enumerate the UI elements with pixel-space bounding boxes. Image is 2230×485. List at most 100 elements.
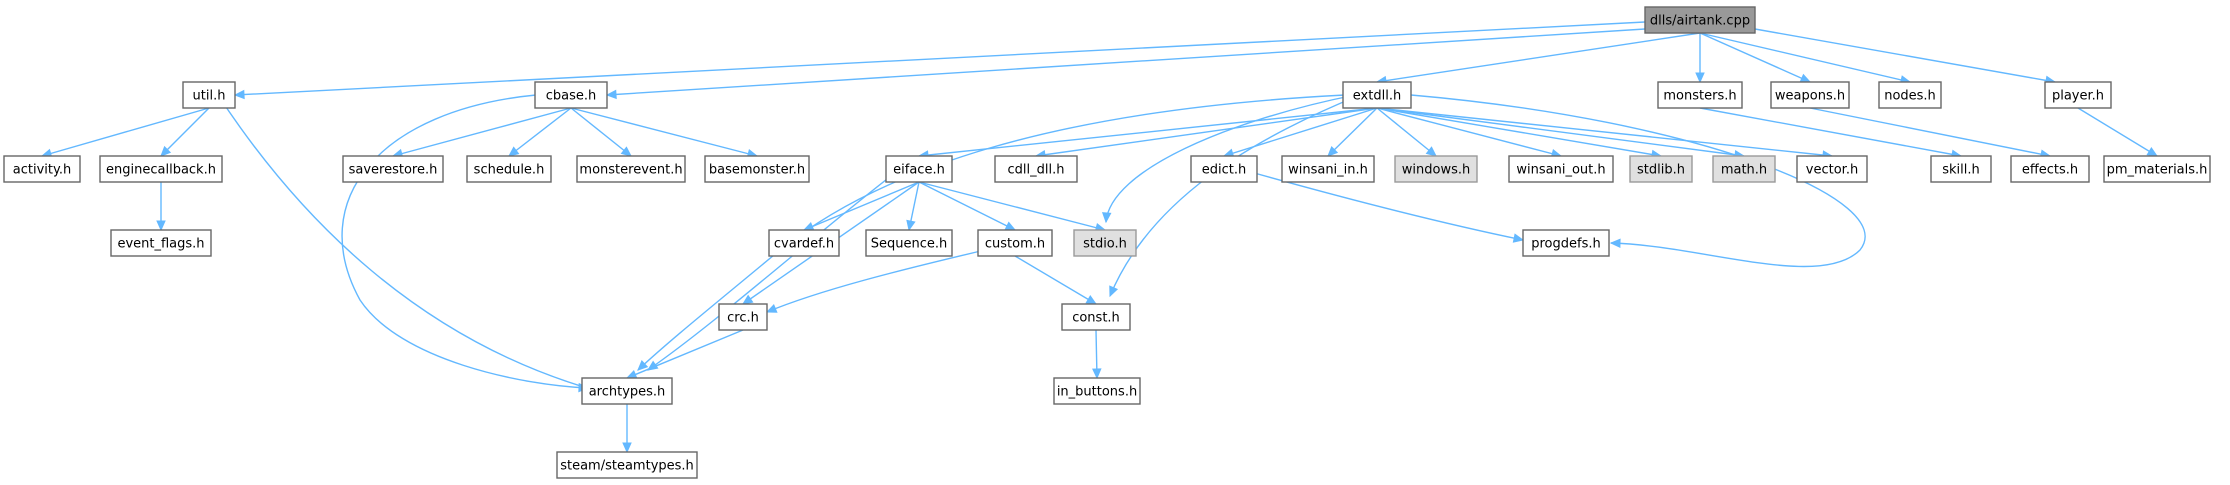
node-stdlib: stdlib.h: [1629, 155, 1693, 183]
edge-extdll-to-math: [1376, 107, 1745, 157]
node-monsters[interactable]: monsters.h: [1657, 81, 1743, 109]
edge-util-to-archtypes: [217, 94, 595, 391]
edge-extdll-to-cdll_dll: [1035, 107, 1378, 157]
node-activity-box: [3, 155, 81, 183]
node-weapons-box: [1770, 81, 1850, 109]
node-nodes-box: [1878, 81, 1942, 109]
node-airtank[interactable]: dlls/airtank.cpp: [1644, 6, 1756, 34]
node-cbase[interactable]: cbase.h: [534, 81, 608, 109]
node-effects[interactable]: effects.h: [2010, 155, 2090, 183]
node-enginecallback-box: [99, 155, 223, 183]
node-airtank-box: [1644, 6, 1756, 34]
node-schedule[interactable]: schedule.h: [466, 155, 552, 183]
node-winsani_out[interactable]: winsani_out.h: [1508, 155, 1614, 183]
edge-extdll-to-windows: [1376, 107, 1437, 157]
node-winsani_in-box: [1281, 155, 1375, 183]
node-edict[interactable]: edict.h: [1190, 155, 1258, 183]
edge-extdll-to-edict: [1223, 107, 1378, 157]
node-basemonster[interactable]: basemonster.h: [704, 155, 810, 183]
edge-cbase-to-saverestore: [392, 107, 572, 157]
node-event_flags[interactable]: event_flags.h: [110, 229, 212, 257]
node-archtypes-label: archtypes.h: [589, 385, 666, 400]
node-enginecallback-label: enginecallback.h: [106, 163, 216, 178]
arrowhead-cbase-to-schedule: [508, 146, 520, 157]
node-custom-label: custom.h: [985, 237, 1045, 252]
node-saverestore-box: [342, 155, 444, 183]
node-eiface[interactable]: eiface.h: [885, 155, 953, 183]
node-schedule-label: schedule.h: [474, 163, 545, 178]
arrowhead-extdll-to-archtypes: [637, 360, 649, 371]
node-sequence[interactable]: Sequence.h: [865, 229, 953, 257]
node-cdll_dll-box: [994, 155, 1078, 183]
node-pm_materials-label: pm_materials.h: [2107, 163, 2208, 178]
node-player[interactable]: player.h: [2044, 81, 2112, 109]
node-custom[interactable]: custom.h: [977, 229, 1053, 257]
node-edict-box: [1190, 155, 1258, 183]
edge-cbase-to-archtypes: [341, 94, 589, 389]
node-eiface-label: eiface.h: [893, 163, 945, 178]
node-cvardef[interactable]: cvardef.h: [768, 229, 840, 257]
node-stdio-label: stdio.h: [1083, 237, 1127, 252]
node-saverestore-label: saverestore.h: [349, 163, 438, 178]
node-steamtypes-box: [556, 451, 698, 479]
node-util[interactable]: util.h: [182, 81, 236, 109]
node-crc[interactable]: crc.h: [718, 303, 768, 331]
node-winsani_in[interactable]: winsani_in.h: [1281, 155, 1375, 183]
node-edict-label: edict.h: [1202, 163, 1246, 178]
edge-eiface-to-archtypes: [647, 168, 901, 371]
edge-util-to-activity: [41, 107, 210, 157]
node-airtank-label: dlls/airtank.cpp: [1650, 14, 1750, 29]
node-vector-label: vector.h: [1806, 163, 1858, 178]
edge-extdll-to-winsani_out: [1376, 107, 1562, 157]
edge-cbase-to-basemonster: [570, 107, 758, 157]
arrowhead-extdll-to-const: [1109, 285, 1119, 298]
node-effects-box: [2010, 155, 2090, 183]
node-stdlib-box: [1629, 155, 1693, 183]
node-steamtypes[interactable]: steam/steamtypes.h: [556, 451, 698, 479]
edge-crc-to-archtypes: [626, 329, 744, 379]
node-player-box: [2044, 81, 2112, 109]
node-const[interactable]: const.h: [1061, 303, 1131, 331]
node-pm_materials[interactable]: pm_materials.h: [2103, 155, 2211, 183]
node-archtypes[interactable]: archtypes.h: [581, 377, 673, 405]
arrowhead-airtank-to-monsters: [1695, 72, 1705, 84]
node-vector[interactable]: vector.h: [1796, 155, 1868, 183]
node-cvardef-label: cvardef.h: [774, 237, 834, 252]
node-weapons[interactable]: weapons.h: [1770, 81, 1850, 109]
edge-player-to-pm_materials: [2077, 107, 2158, 157]
arrowhead-archtypes-to-steamtypes: [622, 442, 632, 454]
arrowhead-custom-to-crc: [765, 303, 778, 313]
node-cbase-box: [534, 81, 608, 109]
node-saverestore[interactable]: saverestore.h: [342, 155, 444, 183]
node-monsterevent[interactable]: monsterevent.h: [576, 155, 686, 183]
edge-util-to-enginecallback: [160, 107, 210, 157]
node-util-box: [182, 81, 236, 109]
node-progdefs-label: progdefs.h: [1531, 237, 1601, 252]
node-skill[interactable]: skill.h: [1930, 155, 1992, 183]
edge-weapons-to-effects: [1809, 107, 2051, 157]
node-activity[interactable]: activity.h: [3, 155, 81, 183]
node-progdefs[interactable]: progdefs.h: [1522, 229, 1610, 257]
edge-airtank-to-nodes: [1699, 32, 1911, 83]
node-in_buttons-box: [1053, 377, 1141, 405]
node-enginecallback[interactable]: enginecallback.h: [99, 155, 223, 183]
node-math-box: [1712, 155, 1776, 183]
node-player-label: player.h: [2052, 89, 2104, 104]
arrowhead-extdll-to-progdefs: [1609, 238, 1621, 248]
node-activity-label: activity.h: [13, 163, 71, 178]
node-monsters-box: [1657, 81, 1743, 109]
node-cdll_dll[interactable]: cdll_dll.h: [994, 155, 1078, 183]
node-nodes[interactable]: nodes.h: [1878, 81, 1942, 109]
node-extdll[interactable]: extdll.h: [1342, 81, 1412, 109]
node-effects-label: effects.h: [2022, 163, 2078, 178]
edge-monsters-to-skill: [1699, 107, 1962, 157]
node-schedule-box: [466, 155, 552, 183]
node-weapons-label: weapons.h: [1775, 89, 1845, 104]
node-monsterevent-label: monsterevent.h: [579, 163, 682, 178]
node-progdefs-box: [1522, 229, 1610, 257]
arrowhead-extdll-to-stdio: [1101, 212, 1112, 224]
arrowhead-player-to-pm_materials: [2146, 146, 2159, 157]
arrowhead-eiface-to-cvardef: [802, 221, 815, 231]
node-in_buttons[interactable]: in_buttons.h: [1053, 377, 1141, 405]
